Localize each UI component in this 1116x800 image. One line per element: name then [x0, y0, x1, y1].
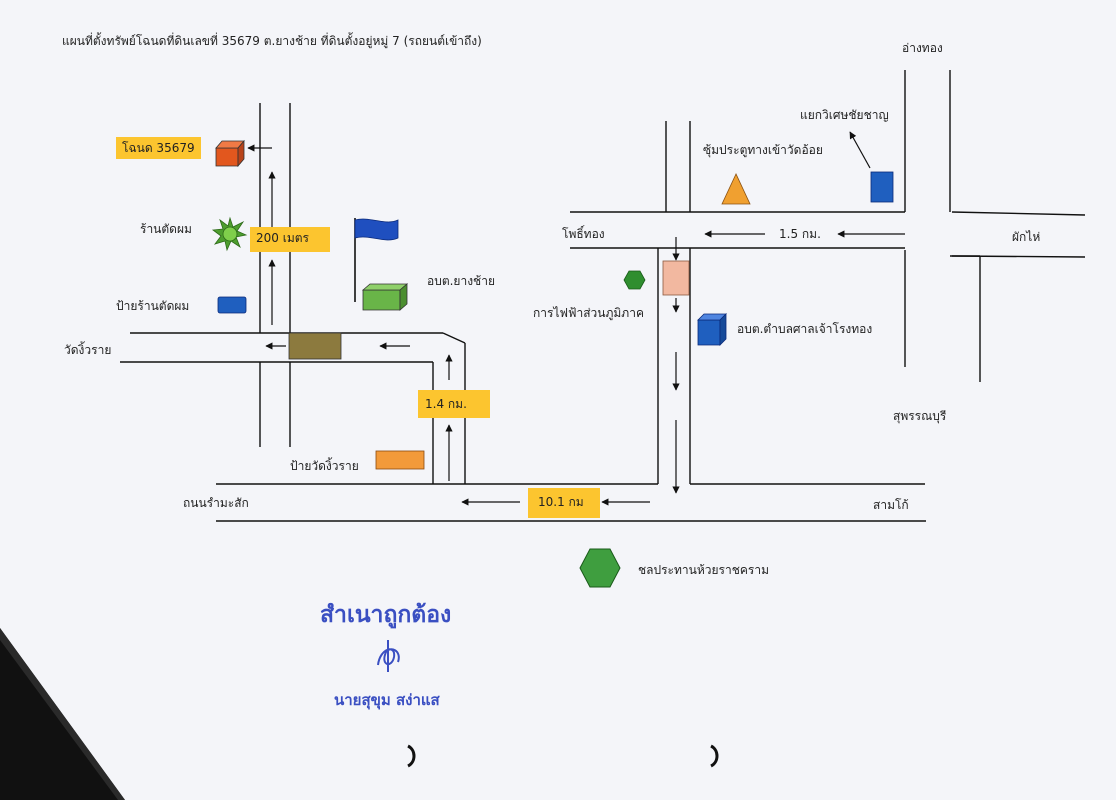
wat-sign-icon	[375, 450, 425, 470]
label-sam-ko: สามโก้	[873, 498, 909, 512]
obt-san-chao-box-icon	[697, 313, 727, 346]
irrigation-hexagon-icon	[579, 548, 621, 588]
pink-box-icon	[662, 260, 690, 296]
label-wat-sign: ป้ายวัดงิ้วราย	[290, 459, 359, 473]
distance-10-1: 10.1 กม	[528, 488, 600, 518]
label-obt-yang-chai: อบต.ยางช้าย	[427, 274, 495, 288]
label-pho-thong: โพธิ์ทอง	[562, 227, 605, 241]
distance-200m: 200 เมตร	[250, 227, 330, 252]
distance-1-5: 1.5 กม.	[776, 226, 824, 242]
electricity-hexagon-icon	[623, 270, 646, 290]
junction-sign-icon	[870, 171, 894, 203]
label-barber-sign: ป้ายร้านตัดผม	[116, 299, 190, 313]
label-plot-35679: โฉนด 35679	[116, 137, 201, 159]
barber-star-icon	[211, 216, 248, 252]
label-barber: ร้านตัดผม	[140, 222, 192, 236]
signature-icon	[377, 640, 400, 672]
label-suphanburi: สุพรรณบุรี	[893, 409, 947, 423]
label-wat-ngio-rai: วัดงิ้วราย	[64, 343, 112, 357]
label-irrigation: ชลประทานห้วยราชคราม	[638, 563, 769, 577]
obt-yang-chai-box-icon	[361, 283, 409, 311]
binder-hole-right	[710, 744, 719, 768]
barber-sign-icon	[217, 296, 247, 314]
stamp-certified-copy: สำเนาถูกต้อง	[320, 602, 452, 628]
binder-hole-left	[407, 744, 416, 768]
stamp-signer-name: นายสุขุม สง่าแส	[334, 691, 440, 709]
label-obt-san-chao: อบต.ตำบลศาลเจ้าโรงทอง	[737, 322, 873, 336]
distance-1-4: 1.4 กม.	[418, 390, 490, 418]
blue-flag-icon	[354, 218, 399, 302]
label-electricity: การไฟฟ้าส่วนภูมิภาค	[533, 306, 644, 320]
crossing-box-icon	[288, 332, 342, 360]
temple-gate-triangle-icon	[721, 173, 751, 205]
map-title: แผนที่ตั้งทรัพย์โฉนดที่ดินเลขที่ 35679 ต…	[62, 34, 482, 48]
label-temple-gate: ซุ้มประตูทางเข้าวัดอ้อย	[703, 143, 823, 157]
label-road-ram-ma-sak: ถนนรำมะสัก	[183, 496, 249, 510]
label-ang-thong: อ่างทอง	[902, 41, 943, 55]
road-lines	[120, 70, 1086, 522]
plot-box-icon	[215, 139, 245, 168]
label-junction: แยกวิเศษชัยชาญ	[800, 108, 889, 122]
label-phak-hai: ผักไห่	[1012, 230, 1041, 244]
